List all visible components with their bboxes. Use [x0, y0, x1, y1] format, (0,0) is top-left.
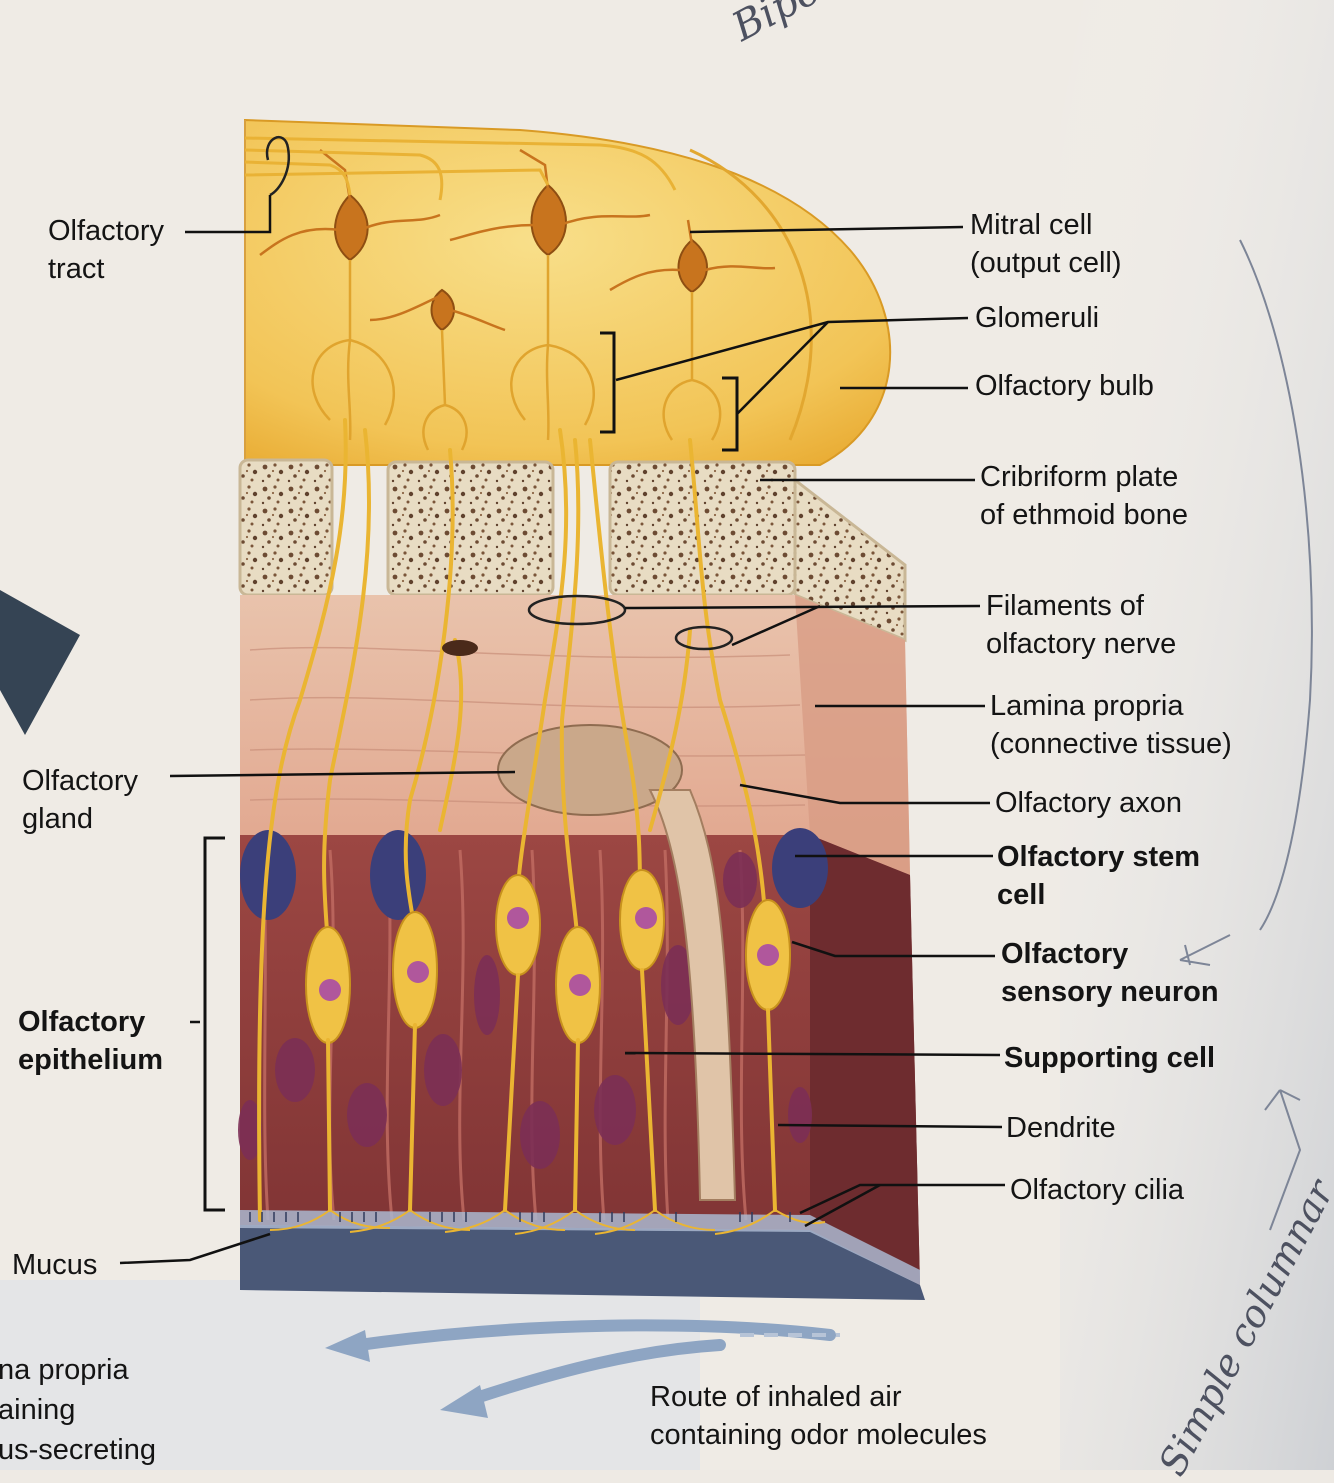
air-route-arrows [325, 1319, 840, 1418]
nerve-foramen [442, 640, 478, 656]
olfactory-cilia-label: Olfactory cilia [1010, 1174, 1185, 1206]
glomeruli-label: Glomeruli [975, 302, 1100, 334]
pencil-marks [1179, 239, 1313, 1231]
olfactory-axon-label: Olfactory axon [995, 787, 1182, 819]
dendrite-label: Dendrite [1006, 1112, 1116, 1144]
supporting-cell-label: Supporting cell [1004, 1042, 1216, 1074]
tract-fibers [244, 136, 677, 201]
dendrites [326, 968, 777, 1212]
supporting-cell-nuclei [238, 852, 812, 1169]
tract-loop [265, 136, 291, 197]
microvilli [249, 1212, 791, 1222]
mucus-label: Mucus [12, 1249, 98, 1281]
filament-ring-1 [527, 594, 627, 626]
page-arrow-shape [0, 590, 80, 735]
glomeruli-tufts [311, 255, 722, 451]
olfactory-bulb-label: Olfactory bulb [975, 370, 1154, 402]
mucus-layer [240, 1225, 925, 1300]
filament-ring-2 [674, 625, 734, 651]
olfactory-cilia [269, 1209, 826, 1235]
cribriform-plate [238, 458, 907, 643]
mitral-dendrites [259, 148, 776, 332]
olfactory-sensory-neurons [305, 869, 791, 1044]
lamina-propria-label: Lamina propria(connective tissue) [990, 690, 1232, 760]
mitral-cell-label: Mitral cell(output cell) [970, 209, 1122, 279]
leader-lines [119, 195, 1005, 1265]
olfactory-axons [257, 418, 767, 1222]
